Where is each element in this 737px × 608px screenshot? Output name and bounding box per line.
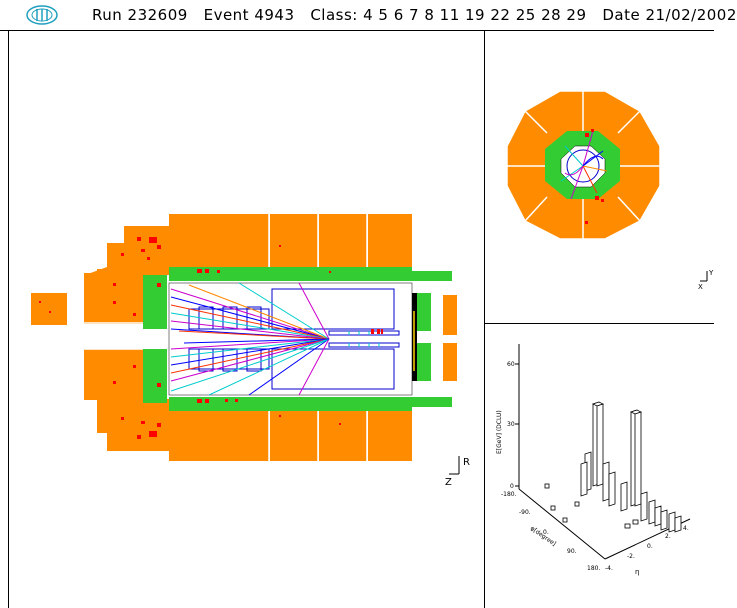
phi-tick-5: 180. — [587, 565, 600, 572]
eta-tick-5: 4. — [683, 525, 689, 532]
calo-separators — [84, 214, 368, 461]
backward-calo-block — [31, 293, 67, 325]
z-axis-label: Z — [445, 477, 452, 488]
r-axis-label: R — [463, 457, 470, 468]
eta-tick-3: 0. — [647, 543, 653, 550]
y-tick-30: 30 — [507, 421, 515, 428]
lego-axes — [515, 344, 691, 560]
radial-view-panel: X Y — [485, 31, 714, 324]
lego-plot-panel: 60 30 0 E[GeV] (DCLU) -180. -90. 0. 90. … — [485, 324, 714, 608]
event-info-text: Run 232609 Event 4943 Class: 4 5 6 7 8 1… — [92, 6, 737, 24]
eta-tick-4: 2. — [665, 533, 671, 540]
upper-calorimeter — [84, 214, 412, 324]
y-tick-0: 0 — [510, 483, 514, 490]
forward-calo-lower — [443, 343, 457, 381]
lower-calorimeter — [84, 349, 412, 461]
particle-tracks — [170, 282, 330, 396]
energy-axis-label: E[GeV] (DCLU) — [496, 410, 503, 454]
eta-axis-label: η — [635, 568, 639, 576]
eta-tick-2: -2. — [627, 553, 635, 560]
h1-detector-logo — [26, 5, 58, 25]
x-axis-label: X — [698, 283, 703, 291]
lego-towers — [544, 401, 682, 533]
phi-tick-2: -90. — [519, 509, 531, 516]
y-axis-label: Y — [708, 269, 714, 277]
energy-deposits — [39, 237, 383, 439]
rz-axis-indicator: R Z — [445, 456, 470, 488]
side-view-panel: R Z — [8, 31, 485, 608]
phi-tick-1: -180. — [501, 491, 517, 498]
forward-calo-upper — [443, 295, 457, 335]
phi-tick-3: 0. — [543, 529, 549, 536]
phi-tick-4: 90. — [567, 548, 577, 555]
eta-tick-1: -4. — [605, 565, 613, 572]
radial-hits — [585, 129, 604, 224]
header-bar: Run 232609 Event 4943 Class: 4 5 6 7 8 1… — [0, 0, 736, 31]
em-calorimeter — [143, 267, 452, 411]
xy-axis-indicator: X Y — [698, 269, 714, 291]
radial-tracks — [560, 130, 608, 200]
y-tick-60: 60 — [507, 361, 515, 368]
